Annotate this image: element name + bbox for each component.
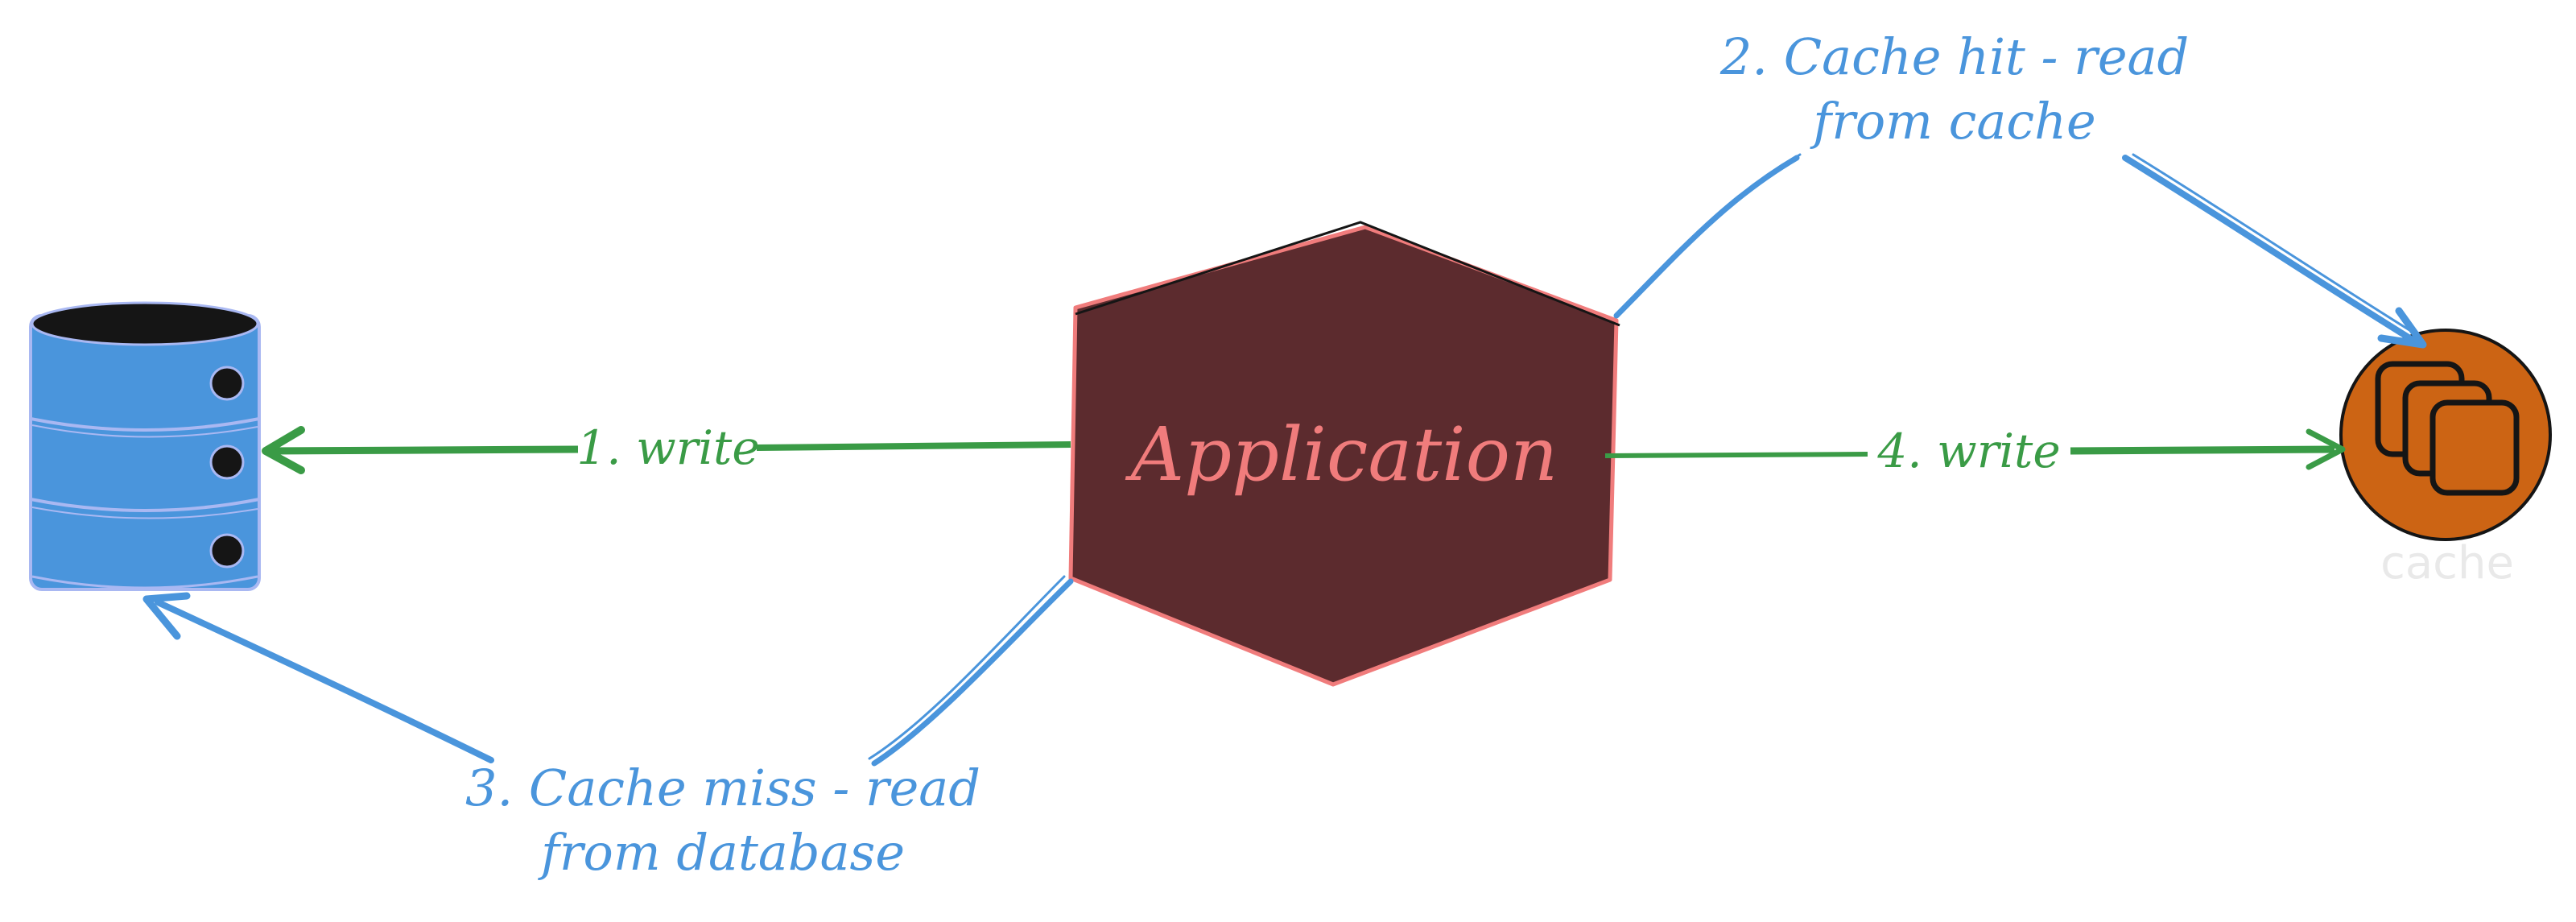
cache-card-front — [2429, 399, 2520, 496]
database-icon[interactable] — [29, 301, 261, 591]
database-band-2 — [30, 498, 260, 512]
edge-cache-hit-line-right-sketch — [2132, 153, 2421, 338]
database-band-2b — [31, 506, 258, 519]
edge-write-cache: 4. write — [1604, 424, 2346, 478]
database-indicator-1 — [209, 366, 245, 401]
edge-cache-miss: 3. Cache miss - read from database — [142, 575, 1074, 882]
edge-cache-miss-label-line2: from database — [538, 823, 905, 882]
edge-cache-hit-line-left-sketch — [1621, 153, 1802, 312]
database-indicator-2 — [209, 444, 245, 480]
edge-write-database-line-left — [269, 445, 579, 455]
edge-write-database-arrowhead — [262, 426, 305, 474]
application-hexagon — [1068, 225, 1619, 687]
edge-cache-miss-line-right-sketch — [868, 575, 1066, 760]
database-band-1b — [31, 424, 258, 438]
database-indicator-3 — [209, 533, 245, 568]
edge-write-cache-arrowhead — [2306, 428, 2346, 470]
database-bottom-edge — [31, 575, 258, 589]
edge-cache-hit-line-left — [1613, 155, 1800, 319]
application-label: Application — [1125, 411, 1558, 498]
edge-write-database-line-right — [756, 441, 1071, 451]
cache-label: cache — [2380, 537, 2514, 589]
edge-cache-hit-arrowhead — [2377, 307, 2427, 349]
edge-write-database-label: 1. write — [576, 420, 759, 475]
edge-write-cache-line-right — [2070, 445, 2335, 455]
edge-cache-miss-line-right — [871, 578, 1074, 767]
edge-cache-hit-line-right — [2122, 155, 2418, 345]
edge-cache-hit: 2. Cache hit - read from cache — [1613, 27, 2427, 349]
edge-cache-hit-label-line1: 2. Cache hit - read — [1719, 27, 2189, 86]
application-node[interactable]: Application — [1068, 221, 1620, 687]
application-hexagon-sketch — [1075, 221, 1620, 327]
database-top — [31, 301, 259, 346]
edge-write-cache-line-left — [1604, 452, 1868, 458]
edge-write-database: 1. write — [262, 420, 1071, 475]
edge-cache-hit-label-line2: from cache — [1810, 92, 2095, 151]
edge-cache-miss-line-left — [155, 599, 494, 763]
edge-cache-miss-label-line1: 3. Cache miss - read — [465, 759, 980, 817]
cache-icon[interactable]: cache — [2339, 329, 2552, 589]
edge-cache-miss-arrowhead — [142, 592, 191, 640]
database-band-1 — [30, 417, 260, 432]
edge-write-cache-label: 4. write — [1876, 424, 2060, 478]
